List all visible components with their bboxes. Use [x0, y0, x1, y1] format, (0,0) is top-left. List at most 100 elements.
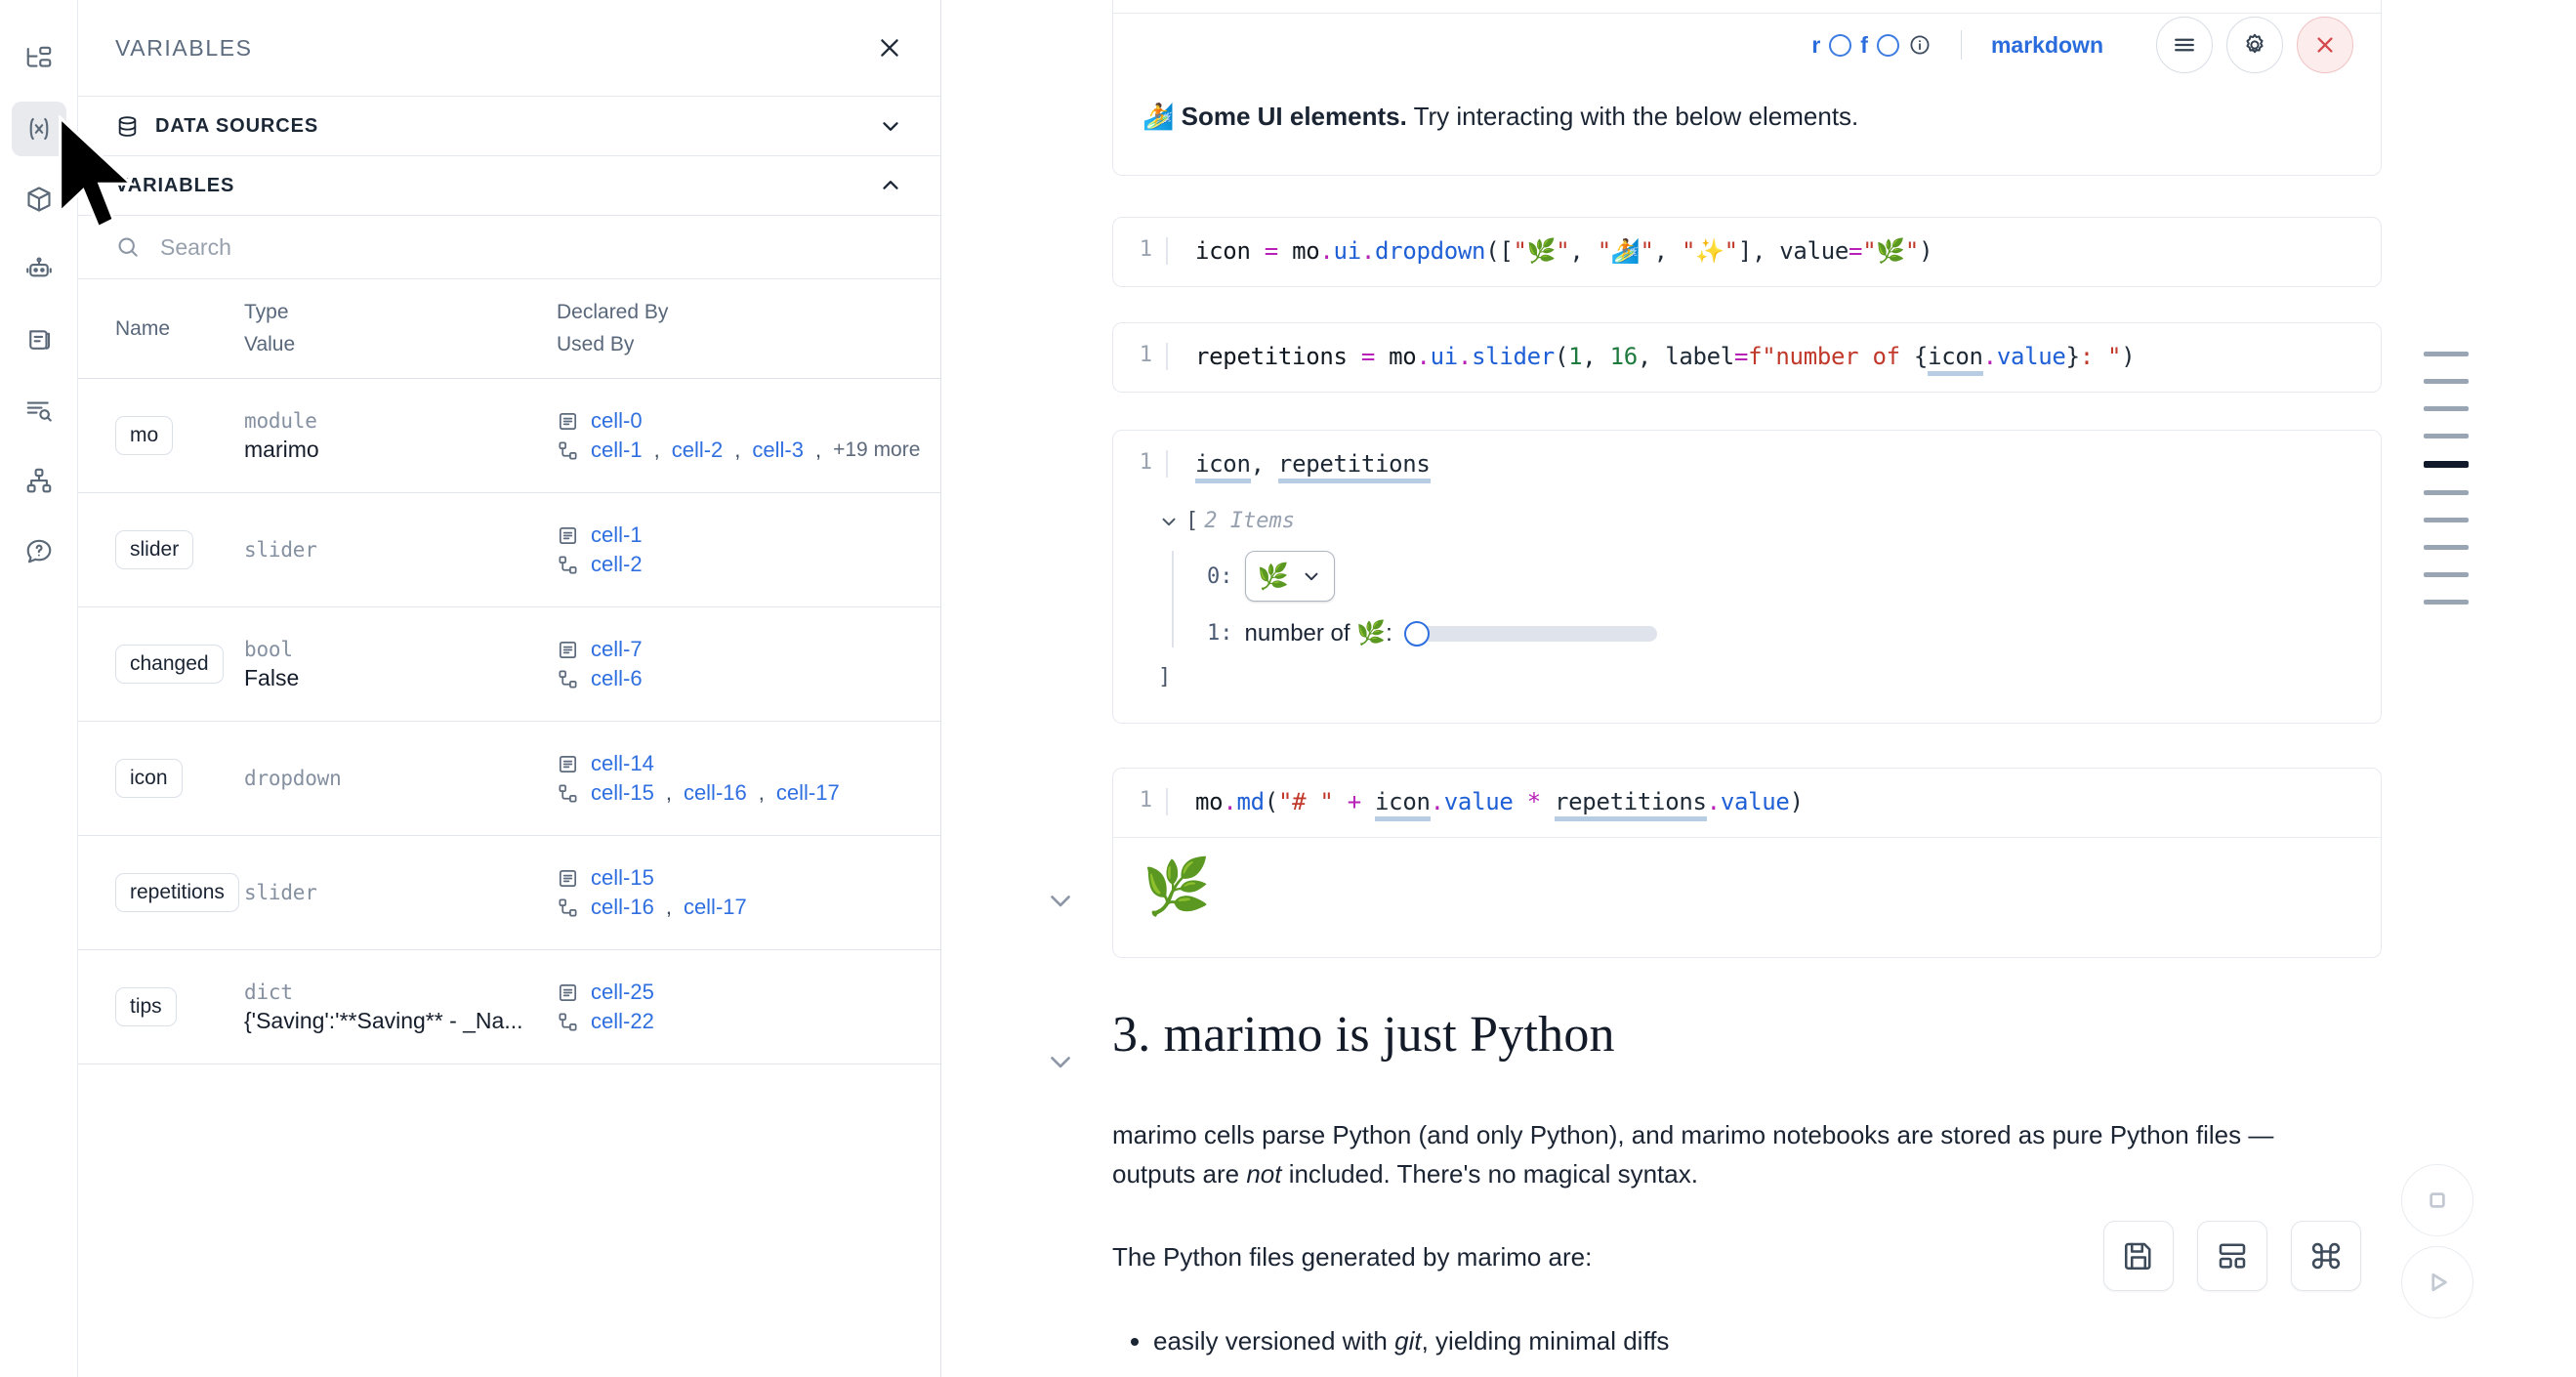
tree-item-count: 2 Items — [1204, 509, 1295, 533]
play-icon[interactable] — [2401, 1246, 2473, 1318]
cell-link[interactable]: cell-16 — [591, 895, 654, 920]
minimap-marker[interactable] — [2424, 518, 2469, 522]
package-icon[interactable] — [12, 172, 66, 227]
cell-link[interactable]: cell-25 — [591, 980, 654, 1005]
cell-declared-used: cell-1 cell-2 — [557, 519, 940, 581]
cell-link[interactable]: cell-2 — [591, 552, 643, 577]
variable-name-chip[interactable]: repetitions — [115, 873, 239, 913]
hamburger-icon[interactable] — [2156, 17, 2213, 73]
cell-code-row[interactable]: 1 """🏄 Some UI elements.""" Try interact… — [1113, 0, 2381, 14]
paragraph-1: marimo cells parse Python (and only Pyth… — [1112, 1116, 2333, 1193]
cell-link[interactable]: cell-2 — [671, 438, 724, 463]
save-icon[interactable] — [2103, 1221, 2174, 1291]
cell-link[interactable]: cell-22 — [591, 1009, 654, 1034]
cell-link[interactable]: cell-16 — [683, 780, 747, 806]
help-icon[interactable] — [12, 523, 66, 578]
cell-code-row[interactable]: 1 icon = mo.ui.dropdown(["🌿", "🏄", "✨"],… — [1113, 218, 2381, 286]
used-by-line: cell-2 — [557, 552, 921, 577]
search-input[interactable] — [158, 232, 903, 262]
badge-r-ring[interactable] — [1829, 33, 1852, 57]
reactive-badges: r f — [1811, 32, 1932, 59]
header-type: Type — [244, 301, 289, 323]
cell-link[interactable]: cell-15 — [591, 865, 654, 891]
tree-children: 0: 🌿 1: number of 🌿: — [1172, 551, 2353, 647]
cell-link[interactable]: cell-3 — [752, 438, 804, 463]
cell-link[interactable]: cell-17 — [775, 780, 840, 806]
cell-code-row[interactable]: 1 mo.md("# " + icon.value * repetitions.… — [1113, 769, 2381, 838]
dropdown-widget[interactable]: 🌿 — [1244, 551, 1335, 602]
minimap-marker[interactable] — [2424, 545, 2469, 550]
collapse-chevron-section-3[interactable] — [1044, 1045, 1077, 1078]
variables-icon[interactable] — [11, 102, 66, 156]
dependency-graph-icon[interactable] — [12, 453, 66, 508]
markdown-section-3: 3. marimo is just Python marimo cells pa… — [1112, 1006, 2411, 1360]
markdown-output: 🏄 Some UI elements. Try interacting with… — [1113, 76, 2381, 175]
slider-track[interactable] — [1420, 625, 1657, 642]
used-by-line: cell-15, cell-16, cell-17 — [557, 780, 921, 806]
minimap-marker[interactable] — [2424, 461, 2469, 468]
slider-thumb[interactable] — [1403, 620, 1430, 647]
cell-variable-name: icon — [78, 759, 244, 799]
variable-name-chip[interactable]: icon — [115, 759, 183, 799]
section-label: DATA SOURCES — [155, 114, 319, 137]
stop-icon[interactable] — [2401, 1164, 2473, 1236]
badge-f-ring[interactable] — [1876, 33, 1899, 57]
cell-link[interactable]: cell-7 — [591, 637, 643, 662]
outline-search-icon[interactable] — [12, 383, 66, 438]
cell-link[interactable]: cell-14 — [591, 751, 654, 776]
cell-toolbar: r f markdown — [1113, 14, 2381, 76]
variable-name-chip[interactable]: tips — [115, 987, 177, 1027]
minimap-marker[interactable] — [2424, 434, 2469, 438]
cell-link[interactable]: cell-1 — [591, 522, 643, 548]
minimap-marker[interactable] — [2424, 352, 2469, 356]
minimap-marker[interactable] — [2424, 572, 2469, 577]
cell-link[interactable]: cell-15 — [591, 780, 654, 806]
panel-title: VARIABLES — [115, 34, 253, 61]
slider-widget[interactable] — [1403, 620, 1657, 647]
cell-link[interactable]: cell-17 — [683, 895, 747, 920]
tree-root[interactable]: [ 2 Items — [1158, 509, 2353, 533]
chevron-down-icon — [1305, 572, 1318, 581]
command-icon[interactable] — [2291, 1221, 2361, 1291]
used-by-line: cell-1, cell-2, cell-3, +19 more — [557, 438, 921, 463]
close-icon[interactable] — [2297, 17, 2353, 73]
cell-code-row[interactable]: 1 icon, repetitions — [1113, 431, 2381, 499]
cell-code-row[interactable]: 1 repetitions = mo.ui.slider(1, 16, labe… — [1113, 323, 2381, 392]
file-tree-icon[interactable] — [12, 31, 66, 86]
variable-name-chip[interactable]: slider — [115, 530, 194, 570]
table-row: slider slider cell-1 cell-2 — [78, 493, 940, 608]
cell-link[interactable]: cell-6 — [591, 666, 643, 691]
line-number: 1 — [1139, 788, 1152, 813]
minimap-marker[interactable] — [2424, 379, 2469, 384]
variable-value: {'Saving':'**Saving** - _Na... — [244, 1007, 523, 1033]
variable-name-chip[interactable]: changed — [115, 645, 224, 685]
section-variables[interactable]: VARIABLES — [78, 156, 940, 216]
used-by-more[interactable]: +19 more — [833, 438, 921, 462]
variable-name-chip[interactable]: mo — [115, 416, 174, 456]
cell-language-tag[interactable]: markdown — [1990, 31, 2103, 58]
notebook-minimap[interactable] — [2418, 352, 2474, 605]
variable-type: module — [244, 408, 317, 433]
chevron-down-icon — [883, 122, 898, 131]
cell-variable-name: tips — [78, 987, 244, 1027]
declared-by-line: cell-1 — [557, 522, 921, 548]
minimap-marker[interactable] — [2424, 490, 2469, 495]
layout-icon[interactable] — [2197, 1221, 2267, 1291]
dropdown-value: 🌿 — [1257, 562, 1289, 591]
section-data-sources[interactable]: DATA SOURCES — [78, 97, 940, 156]
collapse-chevron-md-cell[interactable] — [1044, 884, 1077, 917]
robot-icon[interactable] — [12, 242, 66, 297]
close-icon[interactable] — [876, 34, 903, 62]
gear-icon[interactable] — [2226, 17, 2283, 73]
minimap-marker[interactable] — [2424, 406, 2469, 411]
tree-close-bracket: ] — [1158, 665, 1172, 689]
scratchpad-icon[interactable] — [12, 313, 66, 367]
minimap-marker[interactable] — [2424, 600, 2469, 605]
variable-type: bool — [244, 637, 293, 661]
cell-type-value: slider — [244, 538, 557, 562]
cell-link[interactable]: cell-0 — [591, 408, 643, 434]
cell-link[interactable]: cell-1 — [591, 438, 643, 463]
